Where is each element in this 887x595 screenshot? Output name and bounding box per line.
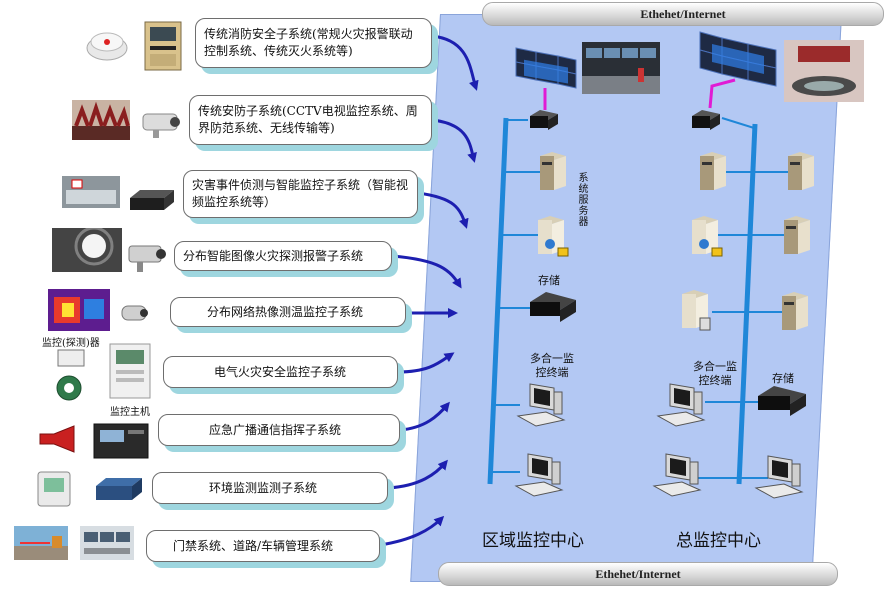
arrow-intelligent (417, 191, 469, 229)
internet-bar-top: Ethehet/Internet (482, 2, 884, 26)
regional-controller-icon (530, 110, 558, 130)
horn-speaker-icon (39, 425, 75, 453)
main-control-room-photo-icon (784, 40, 864, 102)
main-server-icon-1 (700, 152, 726, 190)
internet-bar-bottom: Ethehet/Internet (438, 562, 838, 586)
main-center-title: 总监控中心 (676, 531, 761, 551)
subsystem-electrical-fire: 电气火灾安全监控子系统 (163, 356, 398, 388)
regional-terminal-label: 多合一监控终端 (530, 352, 574, 379)
main-db-server-icon (682, 290, 711, 331)
perimeter-barrier-photo-icon (72, 100, 130, 140)
arrow-fire (431, 34, 479, 91)
subsystem-access-control: 门禁系统、道路/车辆管理系统 (146, 530, 380, 562)
main-terminal-label: 多合一监控终端 (693, 360, 737, 387)
regional-server-icon (540, 152, 566, 190)
arrow-electrical (397, 352, 455, 374)
flame-detection-image-icon (52, 228, 122, 272)
main-bus (736, 123, 758, 485)
subsystem-image-fire-detection: 分布智能图像火灾探测报警子系统 (174, 241, 392, 271)
subsystem-intelligent-monitoring: 灾害事件侦测与智能监控子系统（智能视频监控系统等） (183, 170, 418, 218)
main-server-icon-2 (788, 152, 814, 190)
arrow-broadcast (399, 401, 450, 432)
subsystem-security: 传统安防子系统(CCTV电视监控系统、周界防范系统、无线传输等) (189, 95, 432, 145)
subsystem-environment: 环境监测监测子系统 (152, 472, 388, 504)
regional-center-title: 区域监控中心 (482, 531, 584, 551)
arrow-image-fire (391, 254, 462, 289)
regional-control-room-photo-icon (582, 42, 660, 94)
regional-video-wall-icon (515, 47, 577, 89)
detector-caption: 监控(探测)器 (42, 338, 100, 349)
main-storage-icon (758, 386, 806, 416)
main-video-wall-icon (699, 31, 777, 87)
main-wall-link (708, 78, 736, 109)
main-terminal-icon-3 (754, 455, 804, 499)
smoke-detector-icon (86, 32, 128, 61)
arrow-environment (387, 459, 448, 490)
regional-app-server-icon (538, 216, 569, 257)
fire-alarm-panel-icon (144, 21, 182, 71)
thermal-camera-icon (121, 305, 148, 321)
video-analytics-photo-icon (62, 176, 120, 208)
fire-detection-camera-icon (128, 245, 166, 272)
subsystem-fire-safety: 传统消防安全子系统(常规火灾报警联动控制系统、传统灭火系统等) (195, 18, 432, 68)
thermal-image-icon (48, 289, 110, 331)
main-app-server-icon (692, 216, 723, 257)
arrow-security (431, 118, 477, 163)
main-terminal-icon-1 (656, 383, 706, 427)
cctv-camera-icon (142, 113, 180, 138)
regional-terminal-icon-2 (514, 453, 564, 497)
main-storage-label: 存储 (772, 372, 794, 385)
server-label: 系统服务器 (576, 172, 587, 227)
arrow-access (379, 515, 445, 547)
main-terminal-icon-2 (652, 453, 702, 497)
main-server-icon-3 (784, 216, 810, 254)
regional-storage-label: 存储 (538, 274, 560, 287)
broadcast-host-icon (93, 423, 149, 459)
road-gate-photo-icon (14, 526, 68, 560)
regional-terminal-icon (516, 383, 566, 427)
control-room-photo-icon (80, 526, 134, 560)
host-caption: 监控主机 (110, 407, 150, 418)
monitoring-host-icon (109, 343, 151, 399)
io-module-icon (96, 478, 142, 500)
environment-panel-icon (37, 471, 71, 507)
dvr-device-icon (130, 190, 174, 210)
main-server-icon-4 (782, 292, 808, 330)
regional-bus (487, 117, 509, 485)
main-controller-icon (692, 110, 720, 130)
subsystem-thermal-monitoring: 分布网络热像测温监控子系统 (170, 297, 406, 327)
regional-storage-icon (530, 292, 576, 322)
subsystem-emergency-broadcast: 应急广播通信指挥子系统 (158, 414, 400, 446)
electrical-sensor-icon (56, 349, 85, 401)
